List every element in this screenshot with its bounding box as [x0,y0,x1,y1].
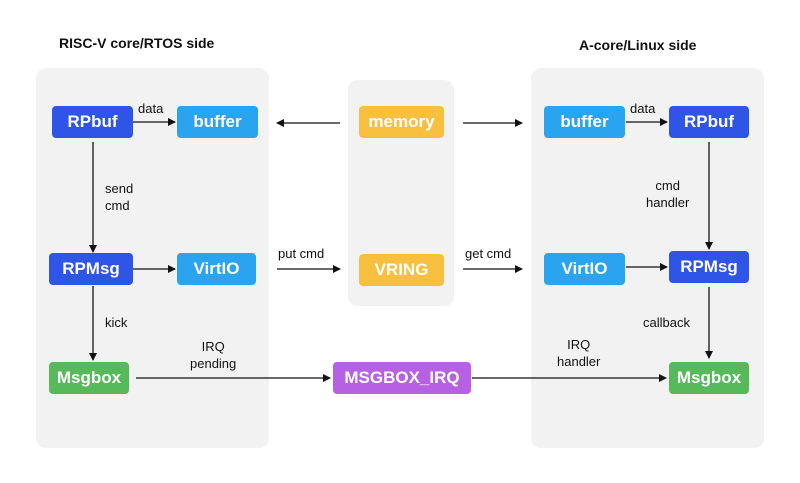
memory-node: memory [359,106,444,138]
msgbox-irq-node: MSGBOX_IRQ [333,362,471,394]
right-side-title: A-core/Linux side [579,37,697,53]
left-side-title: RISC-V core/RTOS side [59,35,215,51]
right-rpbuf-node: RPbuf [669,106,749,138]
right-msgbox-node: Msgbox [669,362,749,394]
irq-handler-label: IRQ handler [557,337,601,369]
put-cmd-label: put cmd [278,246,325,261]
get-cmd-label: get cmd [465,246,512,261]
irq-pending-label: IRQ pending [190,339,237,371]
right-buffer-node: buffer [544,106,625,138]
callback-label: callback [643,315,690,330]
right-rpmsg-node: RPMsg [669,251,749,283]
left-buffer-node: buffer [177,106,258,138]
right-virtio-node: VirtIO [544,253,625,285]
kick-label: kick [105,315,128,330]
left-data-label: data [138,101,164,116]
cmd-handler-label: cmd handler [646,178,690,210]
send-cmd-label: send cmd [105,181,134,213]
left-rpmsg-node: RPMsg [49,253,133,285]
left-virtio-node: VirtIO [177,253,256,285]
left-rpbuf-node: RPbuf [52,106,133,138]
left-msgbox-node: Msgbox [49,362,129,394]
vring-node: VRING [359,254,444,286]
right-data-label: data [630,101,656,116]
